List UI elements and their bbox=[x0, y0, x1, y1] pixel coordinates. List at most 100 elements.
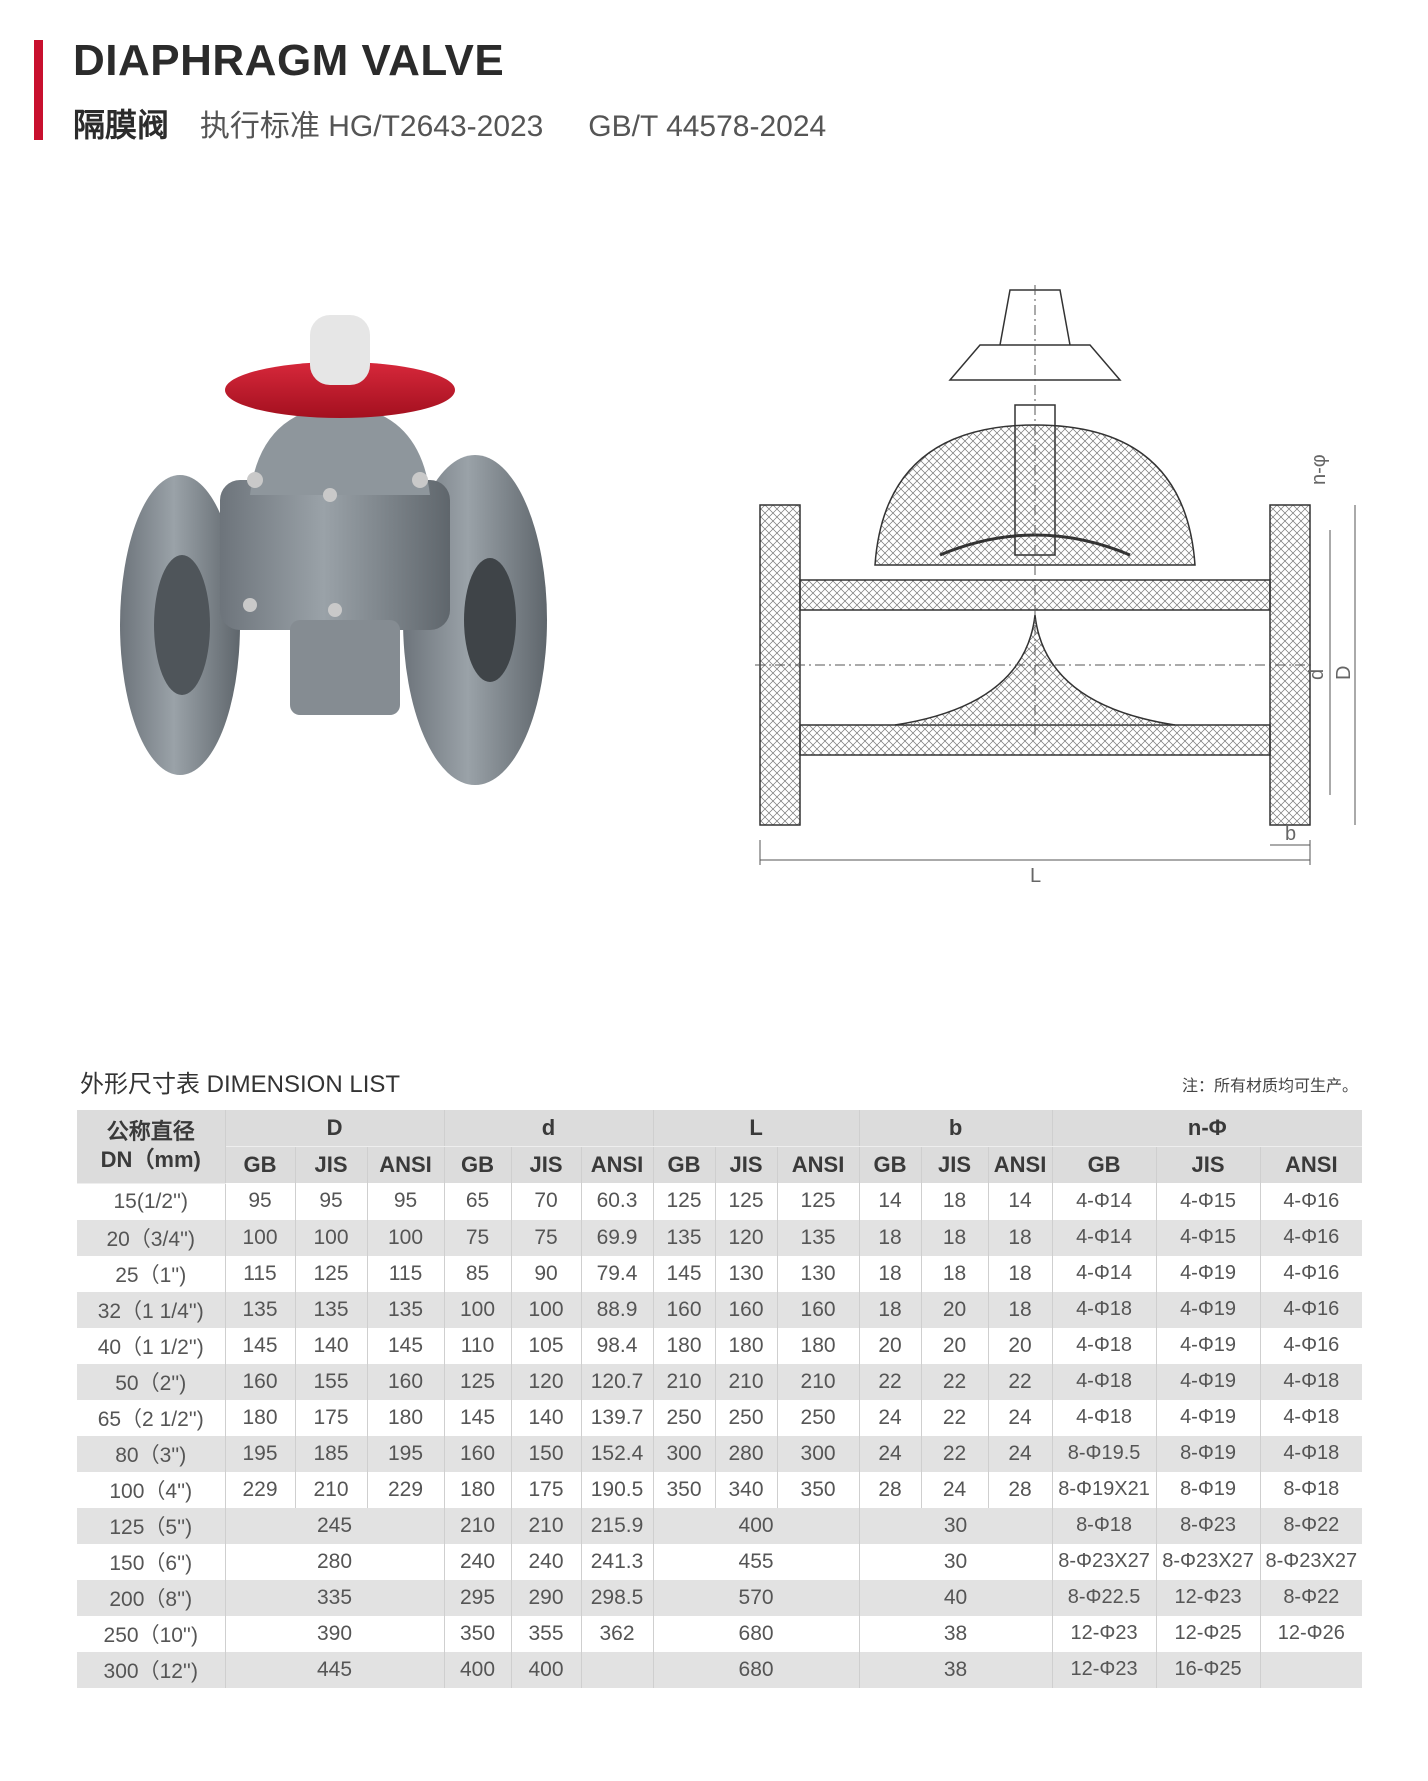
L-cell: 160 bbox=[777, 1291, 860, 1328]
D-cell: 335 bbox=[225, 1579, 445, 1616]
subtitle-chinese: 隔膜阀 bbox=[73, 107, 170, 143]
n-phi-cell: 4-Φ19 bbox=[1156, 1327, 1261, 1364]
L-cell: 250 bbox=[777, 1399, 860, 1436]
L-cell: 120 bbox=[715, 1219, 778, 1256]
n-phi-cell: 4-Φ19 bbox=[1156, 1399, 1261, 1436]
dn-cell: 125（5'') bbox=[77, 1507, 226, 1544]
D-cell: 160 bbox=[367, 1363, 445, 1400]
subheader-ansi: ANSI bbox=[581, 1146, 654, 1183]
b-cell: 22 bbox=[921, 1399, 989, 1436]
dn-cell: 80（3'') bbox=[77, 1435, 226, 1472]
L-cell: 130 bbox=[715, 1255, 778, 1292]
D-cell: 140 bbox=[295, 1327, 368, 1364]
L-cell: 680 bbox=[653, 1651, 860, 1688]
n-phi-cell: 4-Φ16 bbox=[1283, 1334, 1340, 1356]
standard-2: GB/T 44578-2024 bbox=[588, 110, 827, 143]
d-cell: 145 bbox=[444, 1399, 512, 1436]
L-cell: 130 bbox=[777, 1255, 860, 1292]
dimension-table: 公称直径 DN（mm) D d L b n-Φ GB JIS ANSI GB J… bbox=[77, 1110, 1363, 1688]
d-cell: 79.4 bbox=[581, 1255, 654, 1292]
n-phi-cell: 8-Φ22 bbox=[1260, 1579, 1363, 1616]
D-cell: 95 bbox=[225, 1183, 296, 1220]
n-phi-cell: 4-Φ15 bbox=[1156, 1219, 1261, 1256]
b-cell: 14 bbox=[988, 1183, 1053, 1220]
D-cell: 100 bbox=[295, 1219, 368, 1256]
d-cell: 60.3 bbox=[581, 1183, 654, 1220]
dn-cell: 15(1/2'') bbox=[77, 1183, 226, 1220]
n-phi-cell: 4-Φ16 bbox=[1260, 1219, 1363, 1256]
b-cell: 24 bbox=[859, 1435, 922, 1472]
group-header-L: L bbox=[653, 1110, 860, 1147]
D-cell: 95 bbox=[295, 1183, 368, 1220]
subheader-jis: JIS bbox=[1156, 1146, 1261, 1183]
d-cell: 110 bbox=[444, 1327, 512, 1364]
d-cell: 210 bbox=[444, 1507, 512, 1544]
table-header-groups: 公称直径 DN（mm) D d L b n-Φ bbox=[77, 1110, 1363, 1184]
L-cell: 180 bbox=[777, 1327, 860, 1364]
d-cell: 100 bbox=[511, 1291, 582, 1328]
product-photo bbox=[120, 315, 547, 785]
dn-cell: 150（6'') bbox=[77, 1543, 226, 1580]
D-cell: 229 bbox=[367, 1471, 445, 1508]
group-header-d: d bbox=[444, 1110, 654, 1147]
n-phi-cell: 16-Φ25 bbox=[1156, 1651, 1261, 1688]
n-phi-cell: 4-Φ14 bbox=[1052, 1219, 1157, 1256]
dn-cell: 32（1 1/4'') bbox=[77, 1291, 226, 1328]
b-cell: 28 bbox=[859, 1471, 922, 1508]
L-cell: 250 bbox=[715, 1399, 778, 1436]
L-cell: 135 bbox=[653, 1219, 716, 1256]
d-cell: 150 bbox=[511, 1435, 582, 1472]
d-cell: 120 bbox=[511, 1363, 582, 1400]
d-cell: 298.5 bbox=[581, 1579, 654, 1616]
d-cell: 241.3 bbox=[581, 1543, 654, 1580]
d-cell: 400 bbox=[511, 1651, 582, 1688]
group-header-D: D bbox=[225, 1110, 445, 1147]
n-phi-cell: 4-Φ16 bbox=[1260, 1291, 1363, 1328]
n-phi-cell: 12-Φ26 bbox=[1277, 1622, 1345, 1644]
D-cell: 135 bbox=[367, 1291, 445, 1328]
d-cell: 75 bbox=[444, 1219, 512, 1256]
label-n-phi: n-φ bbox=[1308, 454, 1330, 485]
b-cell: 24 bbox=[988, 1435, 1053, 1472]
D-cell: 175 bbox=[295, 1399, 368, 1436]
n-phi-cell: 8-Φ19.5 bbox=[1052, 1435, 1157, 1472]
D-cell: 185 bbox=[295, 1435, 368, 1472]
n-phi-cell: 4-Φ14 bbox=[1052, 1255, 1157, 1292]
n-phi-cell: 4-Φ15 bbox=[1156, 1183, 1261, 1220]
D-cell: 100 bbox=[225, 1219, 296, 1256]
D-cell: 245 bbox=[225, 1507, 445, 1544]
L-cell: 300 bbox=[653, 1435, 716, 1472]
b-cell: 22 bbox=[921, 1363, 989, 1400]
d-cell: 290 bbox=[511, 1579, 582, 1616]
d-cell: 295 bbox=[444, 1579, 512, 1616]
d-cell: 98.4 bbox=[581, 1327, 654, 1364]
d-cell: 140 bbox=[511, 1399, 582, 1436]
subheader-gb: GB bbox=[859, 1146, 922, 1183]
D-cell: 210 bbox=[295, 1471, 368, 1508]
L-cell: 160 bbox=[653, 1291, 716, 1328]
d-cell: 175 bbox=[511, 1471, 582, 1508]
b-cell: 24 bbox=[988, 1399, 1053, 1436]
d-cell: 100 bbox=[444, 1291, 512, 1328]
D-cell: 115 bbox=[367, 1255, 445, 1292]
subheader-jis: JIS bbox=[295, 1146, 368, 1183]
n-phi-cell: 8-Φ22.5 bbox=[1052, 1579, 1157, 1616]
n-phi-cell: 4-Φ19 bbox=[1156, 1363, 1261, 1400]
group-header-n-phi: n-Φ bbox=[1052, 1110, 1363, 1147]
b-cell: 18 bbox=[988, 1291, 1053, 1328]
n-phi-cell: 8-Φ18 bbox=[1052, 1507, 1157, 1544]
label-D: D bbox=[1333, 666, 1355, 680]
n-phi-cell: 12-Φ25 bbox=[1156, 1615, 1261, 1652]
L-cell: 210 bbox=[653, 1363, 716, 1400]
L-cell: 180 bbox=[715, 1327, 778, 1364]
D-cell: 155 bbox=[295, 1363, 368, 1400]
b-cell: 38 bbox=[859, 1615, 1053, 1652]
